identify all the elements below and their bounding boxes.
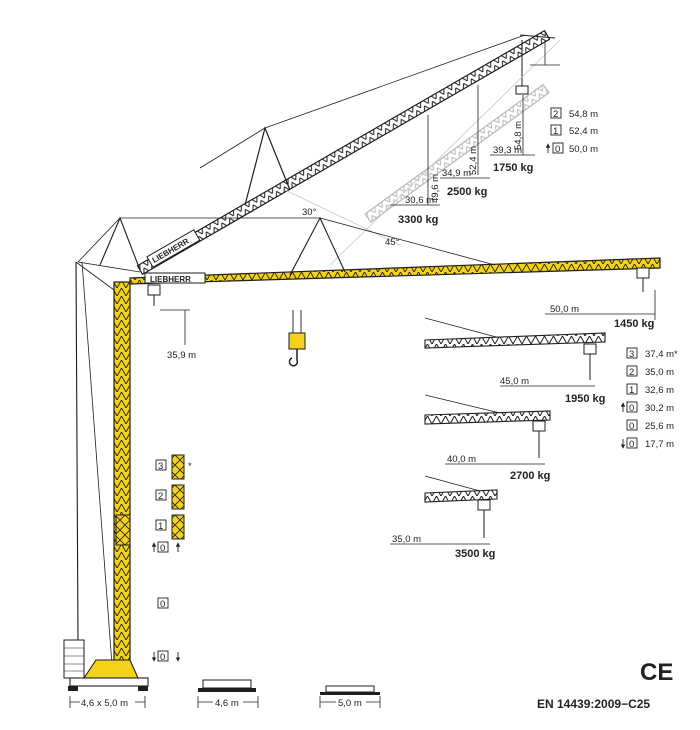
section-badge: 0 [160,599,165,610]
luffing-height-2: 52,4 m [468,146,479,175]
luffing-load-1: 1750 kg [493,162,533,174]
luffing-height-1: 54,8 m [513,121,524,150]
angle-45-label: 45° [385,237,400,248]
base-main-label: 4,6 x 5,0 m [81,698,128,709]
luffing-step-badge: 0 [555,144,560,155]
config-radius: 50,0 m [550,304,579,315]
standard-label: EN 14439:2009−C25 [537,697,650,711]
horizontal-step-value: 35,0 m [645,367,674,378]
horizontal-step-badge: 1 [629,385,634,396]
base-dimensions: 4,6 x 5,0 m 4,6 m 5,0 m [69,679,381,709]
horizontal-step-badge: 2 [629,367,634,378]
horizontal-step-badge: 0 [629,421,634,432]
luffing-step-value: 50,0 m [569,144,598,155]
horizontal-step-value: 37,4 m* [645,349,678,360]
horizontal-step-value: 30,2 m [645,403,674,414]
luffing-step-badge: 1 [553,126,558,137]
section-badge: 0 [160,543,165,554]
config-45m: 45,0 m 1950 kg [424,317,606,405]
luffing-load-2: 2500 kg [447,186,487,198]
base-alt-label: 4,6 m [215,698,239,709]
config-load: 3500 kg [455,548,495,560]
luffing-step-badge: 2 [553,109,558,120]
base-wide-label: 5,0 m [338,698,362,709]
tower [63,261,149,691]
section-note: * [188,461,192,472]
luffing-radius-3: 30,6 m [405,195,434,206]
config-50m: 50,0 m 1450 kg [545,290,656,330]
luffing-radius-1: 39,3 m [493,145,522,156]
ce-mark: CE [640,659,673,686]
luffing-dimensions: 54,8 m 52,4 m 49,6 m 39,3 m 34,9 m 30,6 … [390,40,560,226]
section-badge: 3 [158,461,163,472]
config-35m: 35,0 m 3500 kg [390,475,498,560]
horizontal-step-table: 3 37,4 m* 2 35,0 m 1 32,6 m 0 30,2 m 0 2… [620,347,678,450]
horizontal-jib: LIEBHERR LIEBHERR [77,216,661,367]
horizontal-step-value: 25,6 m [645,421,674,432]
config-load: 1950 kg [565,393,605,405]
horizontal-step-badge: 0 [629,403,634,414]
section-badge: 0 [160,652,165,663]
tower-section-legend: 3 * 2 1 0 0 0 [151,454,192,663]
config-radius: 35,0 m [392,534,421,545]
horizontal-step-value: 32,6 m [645,385,674,396]
angle-30-label: 30° [302,207,317,218]
config-radius: 45,0 m [500,376,529,387]
luffing-radius-2: 34,9 m [442,168,471,179]
config-radius: 40,0 m [447,454,476,465]
luffing-load-3: 3300 kg [398,214,438,226]
luffing-height-3: 49,6 m [430,174,441,203]
brand-jib: LIEBHERR [150,275,191,284]
luffing-jib-45: 45° [284,39,561,266]
horizontal-step-value: 17,7 m [645,439,674,450]
section-badge: 2 [158,491,163,502]
luffing-step-value: 54,8 m [569,109,598,120]
hook-height-dimension: 35,9 m [160,309,196,361]
horizontal-step-badge: 0 [629,439,634,450]
section-badge: 1 [158,521,163,532]
luffing-step-value: 52,4 m [569,126,598,137]
luffing-step-table: 2 54,8 m 1 52,4 m 0 50,0 m [545,107,598,155]
hook-height-label: 35,9 m [167,350,196,361]
config-load: 1450 kg [614,318,654,330]
horizontal-step-badge: 3 [629,349,634,360]
config-40m: 40,0 m 2700 kg [424,394,551,482]
config-load: 2700 kg [510,470,550,482]
